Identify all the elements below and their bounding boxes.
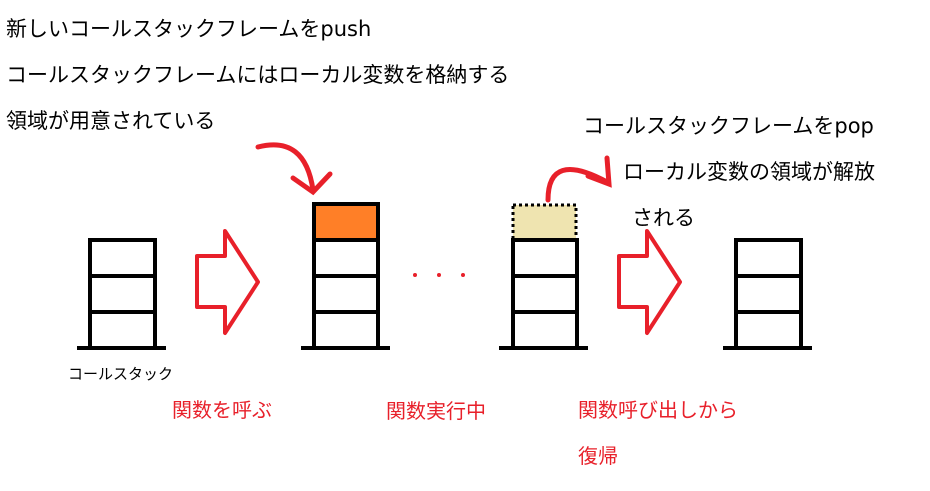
call-stack-label: コールスタック bbox=[68, 365, 174, 383]
push-note-line-1: 新しいコールスタックフレームをpush bbox=[6, 17, 372, 41]
return-label-line-1: 関数呼び出しから bbox=[578, 398, 738, 422]
stack-after-push bbox=[301, 202, 390, 350]
executing-label: 関数実行中 bbox=[386, 399, 486, 423]
pop-curved-arrow-icon bbox=[545, 155, 612, 203]
popped-frame bbox=[511, 203, 578, 242]
block-arrow-right-icon bbox=[195, 229, 260, 335]
ellipsis-dots bbox=[413, 273, 465, 277]
pop-note-line-2: ローカル変数の領域が解放 bbox=[623, 160, 875, 184]
pop-note-line-1: コールスタックフレームをpop bbox=[583, 114, 874, 138]
push-note-line-3: 領域が用意されている bbox=[6, 109, 216, 133]
block-arrow-right-icon bbox=[617, 229, 682, 335]
return-label-line-2: 復帰 bbox=[578, 444, 618, 468]
stack-after-pop bbox=[723, 238, 812, 350]
pushed-frame bbox=[312, 202, 380, 242]
call-function-label: 関数を呼ぶ bbox=[172, 398, 272, 422]
stack-before-pop bbox=[499, 203, 588, 350]
push-curved-arrow-icon bbox=[255, 142, 333, 196]
stack-initial bbox=[77, 238, 166, 350]
pop-note-line-3: される bbox=[632, 206, 695, 230]
push-note-line-2: コールスタックフレームにはローカル変数を格納する bbox=[6, 63, 510, 87]
